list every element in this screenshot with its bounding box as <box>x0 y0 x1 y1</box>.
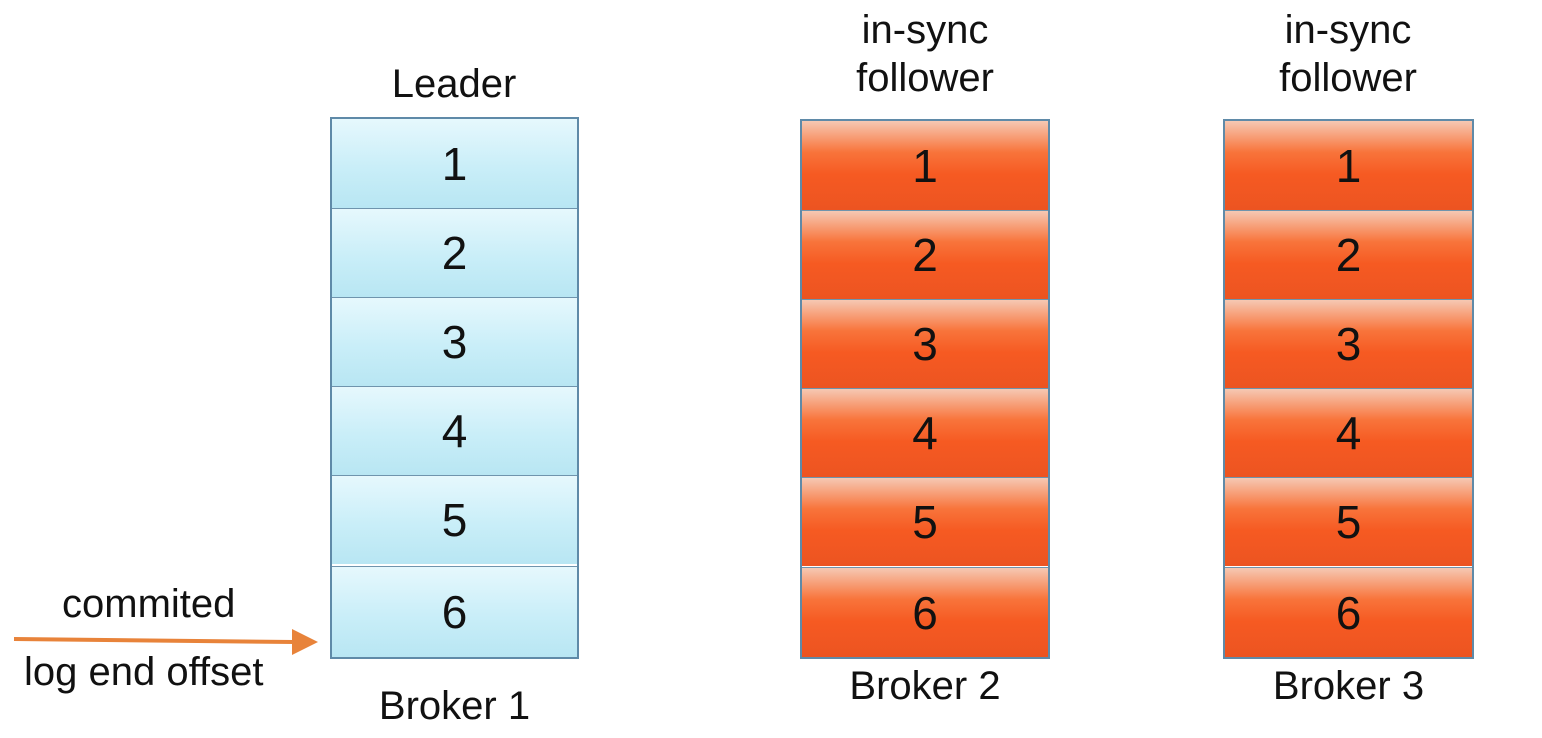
log-entry: 4 <box>802 388 1048 477</box>
broker-3-log: 1 2 3 4 5 6 <box>1223 119 1474 659</box>
log-entry: 6 <box>802 567 1048 657</box>
log-entry: 6 <box>332 566 577 657</box>
log-end-offset-label: log end offset <box>24 650 264 694</box>
log-entry: 4 <box>1225 388 1472 477</box>
log-entry: 1 <box>802 121 1048 210</box>
log-entry: 3 <box>802 299 1048 388</box>
log-entry: 1 <box>332 119 577 208</box>
log-entry: 3 <box>332 297 577 386</box>
log-entry: 6 <box>1225 567 1472 657</box>
log-entry: 2 <box>1225 210 1472 299</box>
log-entry: 5 <box>332 475 577 564</box>
broker-3-name: Broker 3 <box>1272 664 1425 708</box>
broker-2-name: Broker 2 <box>849 664 1001 708</box>
broker-2-role-label: in-sync follower <box>856 8 994 100</box>
log-entry: 2 <box>802 210 1048 299</box>
broker-1-log: 1 2 3 4 5 6 <box>330 117 579 659</box>
log-entry: 5 <box>802 477 1048 566</box>
log-entry: 5 <box>1225 477 1472 566</box>
arrow-right-icon <box>13 629 318 655</box>
log-entry: 3 <box>1225 299 1472 388</box>
broker-1-role-label: Leader <box>391 62 517 106</box>
committed-label: commited <box>62 582 236 626</box>
log-entry: 2 <box>332 208 577 297</box>
broker-2-log: 1 2 3 4 5 6 <box>800 119 1050 659</box>
log-entry: 4 <box>332 386 577 475</box>
broker-3-role-label: in-sync follower <box>1279 8 1417 100</box>
broker-1-name: Broker 1 <box>378 684 531 728</box>
log-entry: 1 <box>1225 121 1472 210</box>
